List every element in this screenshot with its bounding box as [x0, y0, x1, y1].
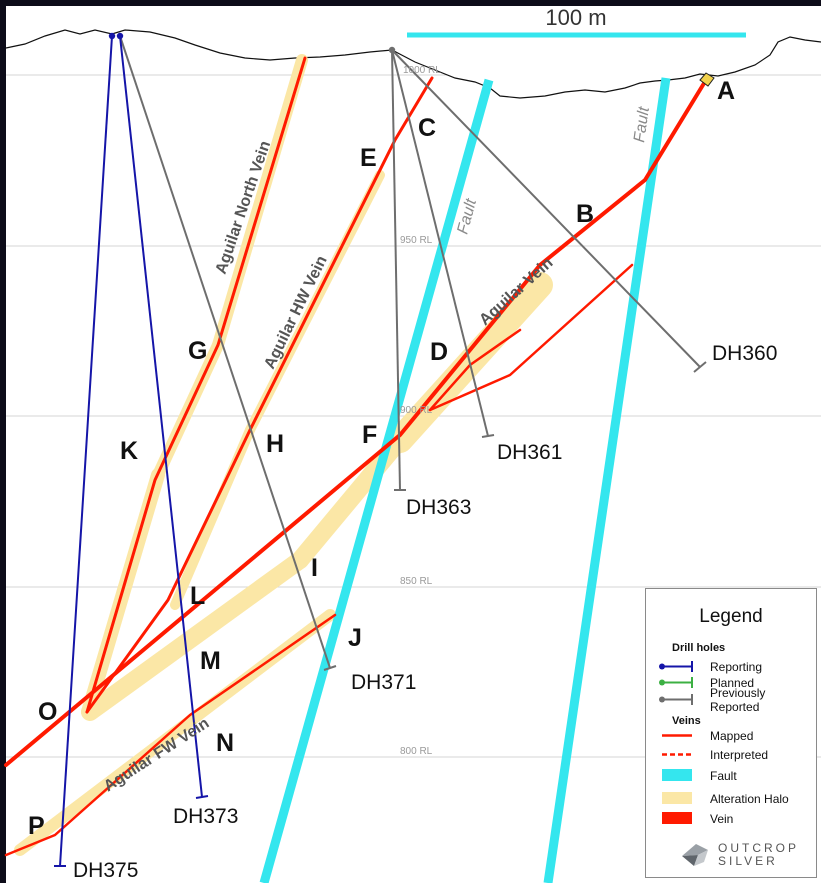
- point-label-h: H: [266, 430, 284, 458]
- point-label-d: D: [430, 338, 448, 366]
- legend-item-fault: Fault: [658, 768, 737, 783]
- outcrop-silver-logo: OUTCROP SILVER: [680, 842, 799, 868]
- drill-label-dh373: DH373: [173, 805, 238, 828]
- legend-item-planned: Planned: [658, 675, 754, 690]
- legend-item-alteration-halo: Alteration Halo: [658, 791, 789, 806]
- legend-item-mapped: Mapped: [658, 728, 753, 743]
- point-label-m: M: [200, 647, 221, 675]
- point-label-g: G: [188, 337, 207, 365]
- point-label-c: C: [418, 114, 436, 142]
- rl-label-850: 850 RL: [400, 576, 433, 587]
- legend-label-mapped: Mapped: [710, 728, 754, 743]
- point-label-a: A: [717, 77, 735, 105]
- legend-label-reporting: Reporting: [710, 659, 763, 674]
- halo-lower-trunk: [81, 551, 309, 721]
- point-label-n: N: [216, 729, 234, 757]
- drill-label-dh361: DH361: [497, 441, 562, 464]
- collar-dh375: [108, 32, 116, 40]
- drill-trace-dh363: [391, 49, 401, 491]
- rl-label-800: 800 RL: [400, 746, 433, 757]
- legend-veins-heading: Veins: [672, 715, 701, 727]
- faults: [259, 77, 671, 883]
- drill-trace-dh361: [391, 49, 489, 437]
- drill-holes: [54, 35, 707, 867]
- logo-wordmark: OUTCROP SILVER: [718, 842, 799, 868]
- end-tick-dh373: [195, 795, 209, 799]
- vein-swatch-icon: [658, 811, 698, 826]
- point-label-p: P: [28, 812, 45, 840]
- alteration-halo-swatch-icon: [658, 791, 698, 806]
- fault-west: [259, 78, 494, 883]
- collar-dh373: [116, 32, 124, 40]
- logo-line-2: SILVER: [718, 854, 778, 868]
- end-tick-dh361: [481, 434, 495, 438]
- previously-reported-line-icon: [658, 692, 698, 707]
- legend: Legend Drill holes Reporting Planned Pre…: [645, 588, 817, 878]
- collar-dh360-361-363: [388, 46, 396, 54]
- vein-aguilar-footwall-split: [428, 263, 634, 412]
- point-label-i: I: [311, 554, 318, 582]
- point-label-o: O: [38, 698, 57, 726]
- legend-label-fault: Fault: [710, 768, 737, 783]
- drill-label-dh360: DH360: [712, 342, 777, 365]
- drill-trace-dh360: [391, 49, 701, 368]
- point-label-j: J: [348, 624, 362, 652]
- logo-line-1: OUTCROP: [718, 841, 799, 855]
- point-label-f: F: [362, 421, 377, 449]
- point-label-k: K: [120, 437, 138, 465]
- vein-aguilar-fw: [4, 613, 337, 857]
- scale-bar-label: 100 m: [545, 5, 606, 30]
- legend-item-vein: Vein: [658, 811, 733, 826]
- end-tick-dh371: [323, 665, 337, 671]
- interpreted-dashed-line-icon: [658, 747, 698, 762]
- fault-swatch-icon: [658, 768, 698, 783]
- vein-aguilar-north: [85, 56, 307, 714]
- drill-trace-dh375: [59, 35, 113, 867]
- legend-item-interpreted: Interpreted: [658, 747, 768, 762]
- legend-label-alteration-halo: Alteration Halo: [710, 791, 789, 806]
- point-label-l: L: [190, 582, 205, 610]
- rl-label-900: 900 RL: [400, 405, 433, 416]
- end-tick-dh360: [693, 361, 707, 373]
- legend-item-reporting: Reporting: [658, 659, 762, 674]
- fault-label-east: Fault: [631, 105, 653, 143]
- drill-trace-dh373: [119, 35, 203, 798]
- logo-mark-icon: [682, 844, 708, 866]
- rl-label-1000: 1000 RL: [403, 65, 441, 76]
- point-label-b: B: [576, 200, 594, 228]
- legend-label-planned: Planned: [710, 675, 755, 690]
- mapped-line-icon: [658, 728, 698, 743]
- legend-title: Legend: [699, 606, 763, 627]
- drill-label-dh371: DH371: [351, 671, 416, 694]
- legend-item-previously-reported: Previously Reported: [658, 686, 816, 714]
- legend-drill-holes-heading: Drill holes: [672, 642, 726, 654]
- rl-label-950: 950 RL: [400, 235, 433, 246]
- point-label-e: E: [360, 144, 377, 172]
- drill-label-dh375: DH375: [73, 859, 138, 882]
- planned-line-icon: [658, 675, 698, 690]
- legend-label-previously-reported: Previously Reported: [710, 685, 766, 714]
- fault-east: [543, 77, 671, 883]
- drill-trace-dh371: [119, 35, 331, 669]
- air-region: [6, 6, 821, 98]
- legend-label-vein: Vein: [710, 811, 734, 826]
- legend-label-interpreted: Interpreted: [710, 747, 769, 762]
- topography-line: [5, 29, 821, 99]
- drill-label-dh363: DH363: [406, 496, 471, 519]
- outcrop-marker: [699, 72, 715, 87]
- vein-aguilar: [4, 78, 708, 767]
- reporting-line-icon: [658, 659, 698, 674]
